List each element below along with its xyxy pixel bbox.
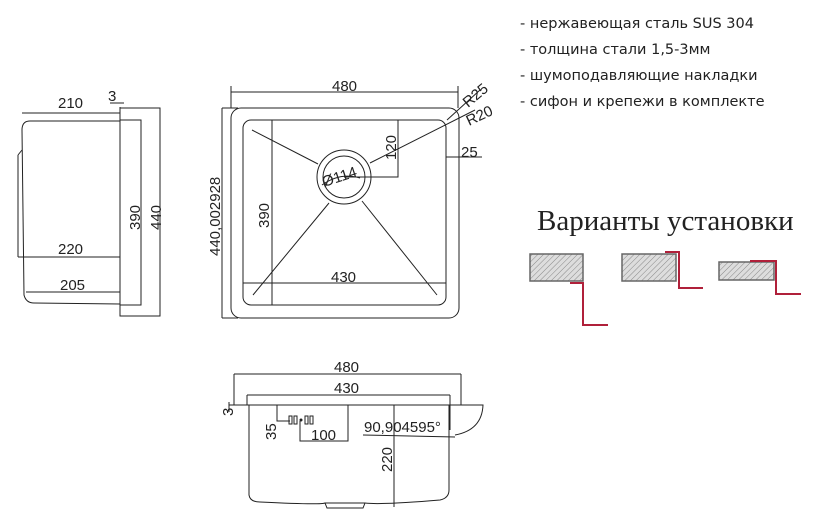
- overflow-slots-icon: [288, 415, 314, 425]
- front-view: 480 430 3 35 100 90,904595° 220: [220, 359, 484, 509]
- feature-item: - нержавеющая сталь SUS 304: [520, 16, 754, 32]
- dim-depth-bottom: 205: [60, 277, 85, 294]
- dim-front-inner-width: 430: [334, 380, 359, 397]
- dim-overflow-height: 35: [263, 423, 280, 440]
- dim-height-inner: 390: [127, 205, 144, 230]
- feature-list: - нержавеющая сталь SUS 304 - толщина ст…: [520, 16, 765, 110]
- dim-inner-width: 430: [331, 269, 356, 286]
- dim-height-outer: 440: [148, 205, 165, 230]
- side-view: 210 3 220 205 390 440: [17, 88, 165, 317]
- feature-item: - шумоподавляющие накладки: [520, 68, 758, 84]
- dim-thickness: 3: [108, 88, 116, 105]
- dim-drain-offset: 120: [383, 135, 400, 160]
- feature-item: - толщина стали 1,5-3мм: [520, 42, 710, 58]
- dim-drain-diameter: Ø114: [320, 164, 359, 191]
- dim-rim: 25: [461, 144, 478, 161]
- dim-height: 440,002928: [207, 177, 224, 256]
- install-variant-overmount: [718, 260, 801, 295]
- dim-front-thickness: 3: [220, 408, 237, 416]
- install-variant-undermount: [529, 253, 608, 326]
- dim-inner-height: 390: [256, 203, 273, 228]
- feature-item: - сифон и крепежи в комплекте: [520, 94, 765, 110]
- install-title: Варианты установки: [537, 205, 794, 237]
- dim-depth-mid: 220: [58, 241, 83, 258]
- dim-width: 480: [332, 78, 357, 95]
- dim-angle: 90,904595°: [364, 419, 441, 436]
- dim-front-width: 480: [334, 359, 359, 376]
- install-variant-flush: [621, 251, 703, 289]
- dim-front-depth: 220: [379, 447, 396, 472]
- dim-overflow-offset: 100: [311, 427, 336, 444]
- top-view: 480 R25 R20 25 440,002928 120 Ø114 390 4…: [207, 78, 496, 319]
- dim-depth-top: 210: [58, 95, 83, 112]
